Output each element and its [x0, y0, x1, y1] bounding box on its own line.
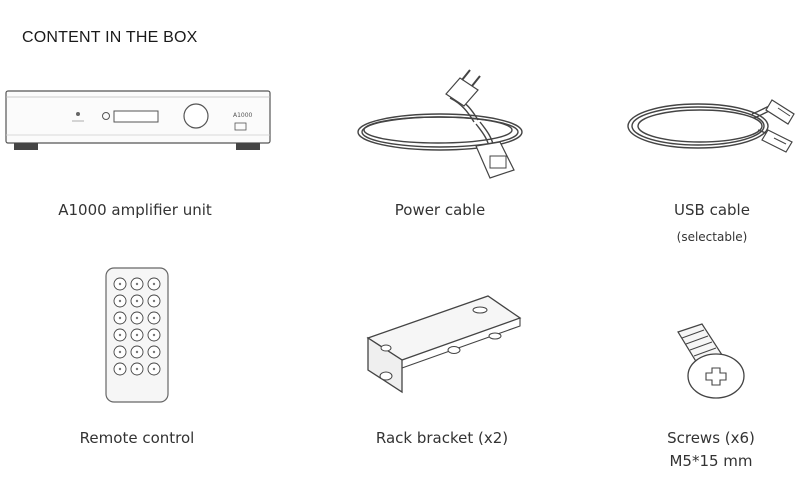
amplifier-caption: A1000 amplifier unit — [58, 201, 212, 219]
amplifier-icon: A1000 — [5, 90, 271, 150]
remote-caption: Remote control — [79, 429, 195, 447]
bracket-caption: Rack bracket (x2) — [375, 429, 509, 447]
remote-control-icon — [105, 267, 169, 403]
screw-caption: Screws (x6) — [667, 429, 755, 447]
screw-icon — [677, 323, 745, 399]
amplifier-illustration: A1000 — [0, 85, 280, 155]
power-cable-caption: Power cable — [394, 201, 486, 219]
usb-cable-icon — [627, 99, 795, 153]
screw-size-note: M5*15 mm — [669, 452, 753, 470]
screw-illustration — [668, 318, 758, 400]
power-cable-icon — [357, 69, 523, 179]
power-cable-illustration — [350, 60, 530, 185]
rack-bracket-icon — [366, 295, 522, 394]
usb-cable-illustration — [622, 70, 800, 180]
remote-illustration — [104, 266, 170, 406]
page-title: CONTENT IN THE BOX — [22, 29, 198, 46]
usb-cable-caption: USB cable — [674, 201, 750, 219]
usb-cable-note: (selectable) — [676, 230, 748, 244]
bracket-illustration — [358, 288, 528, 400]
amplifier-device-mark: A1000 — [233, 112, 253, 119]
